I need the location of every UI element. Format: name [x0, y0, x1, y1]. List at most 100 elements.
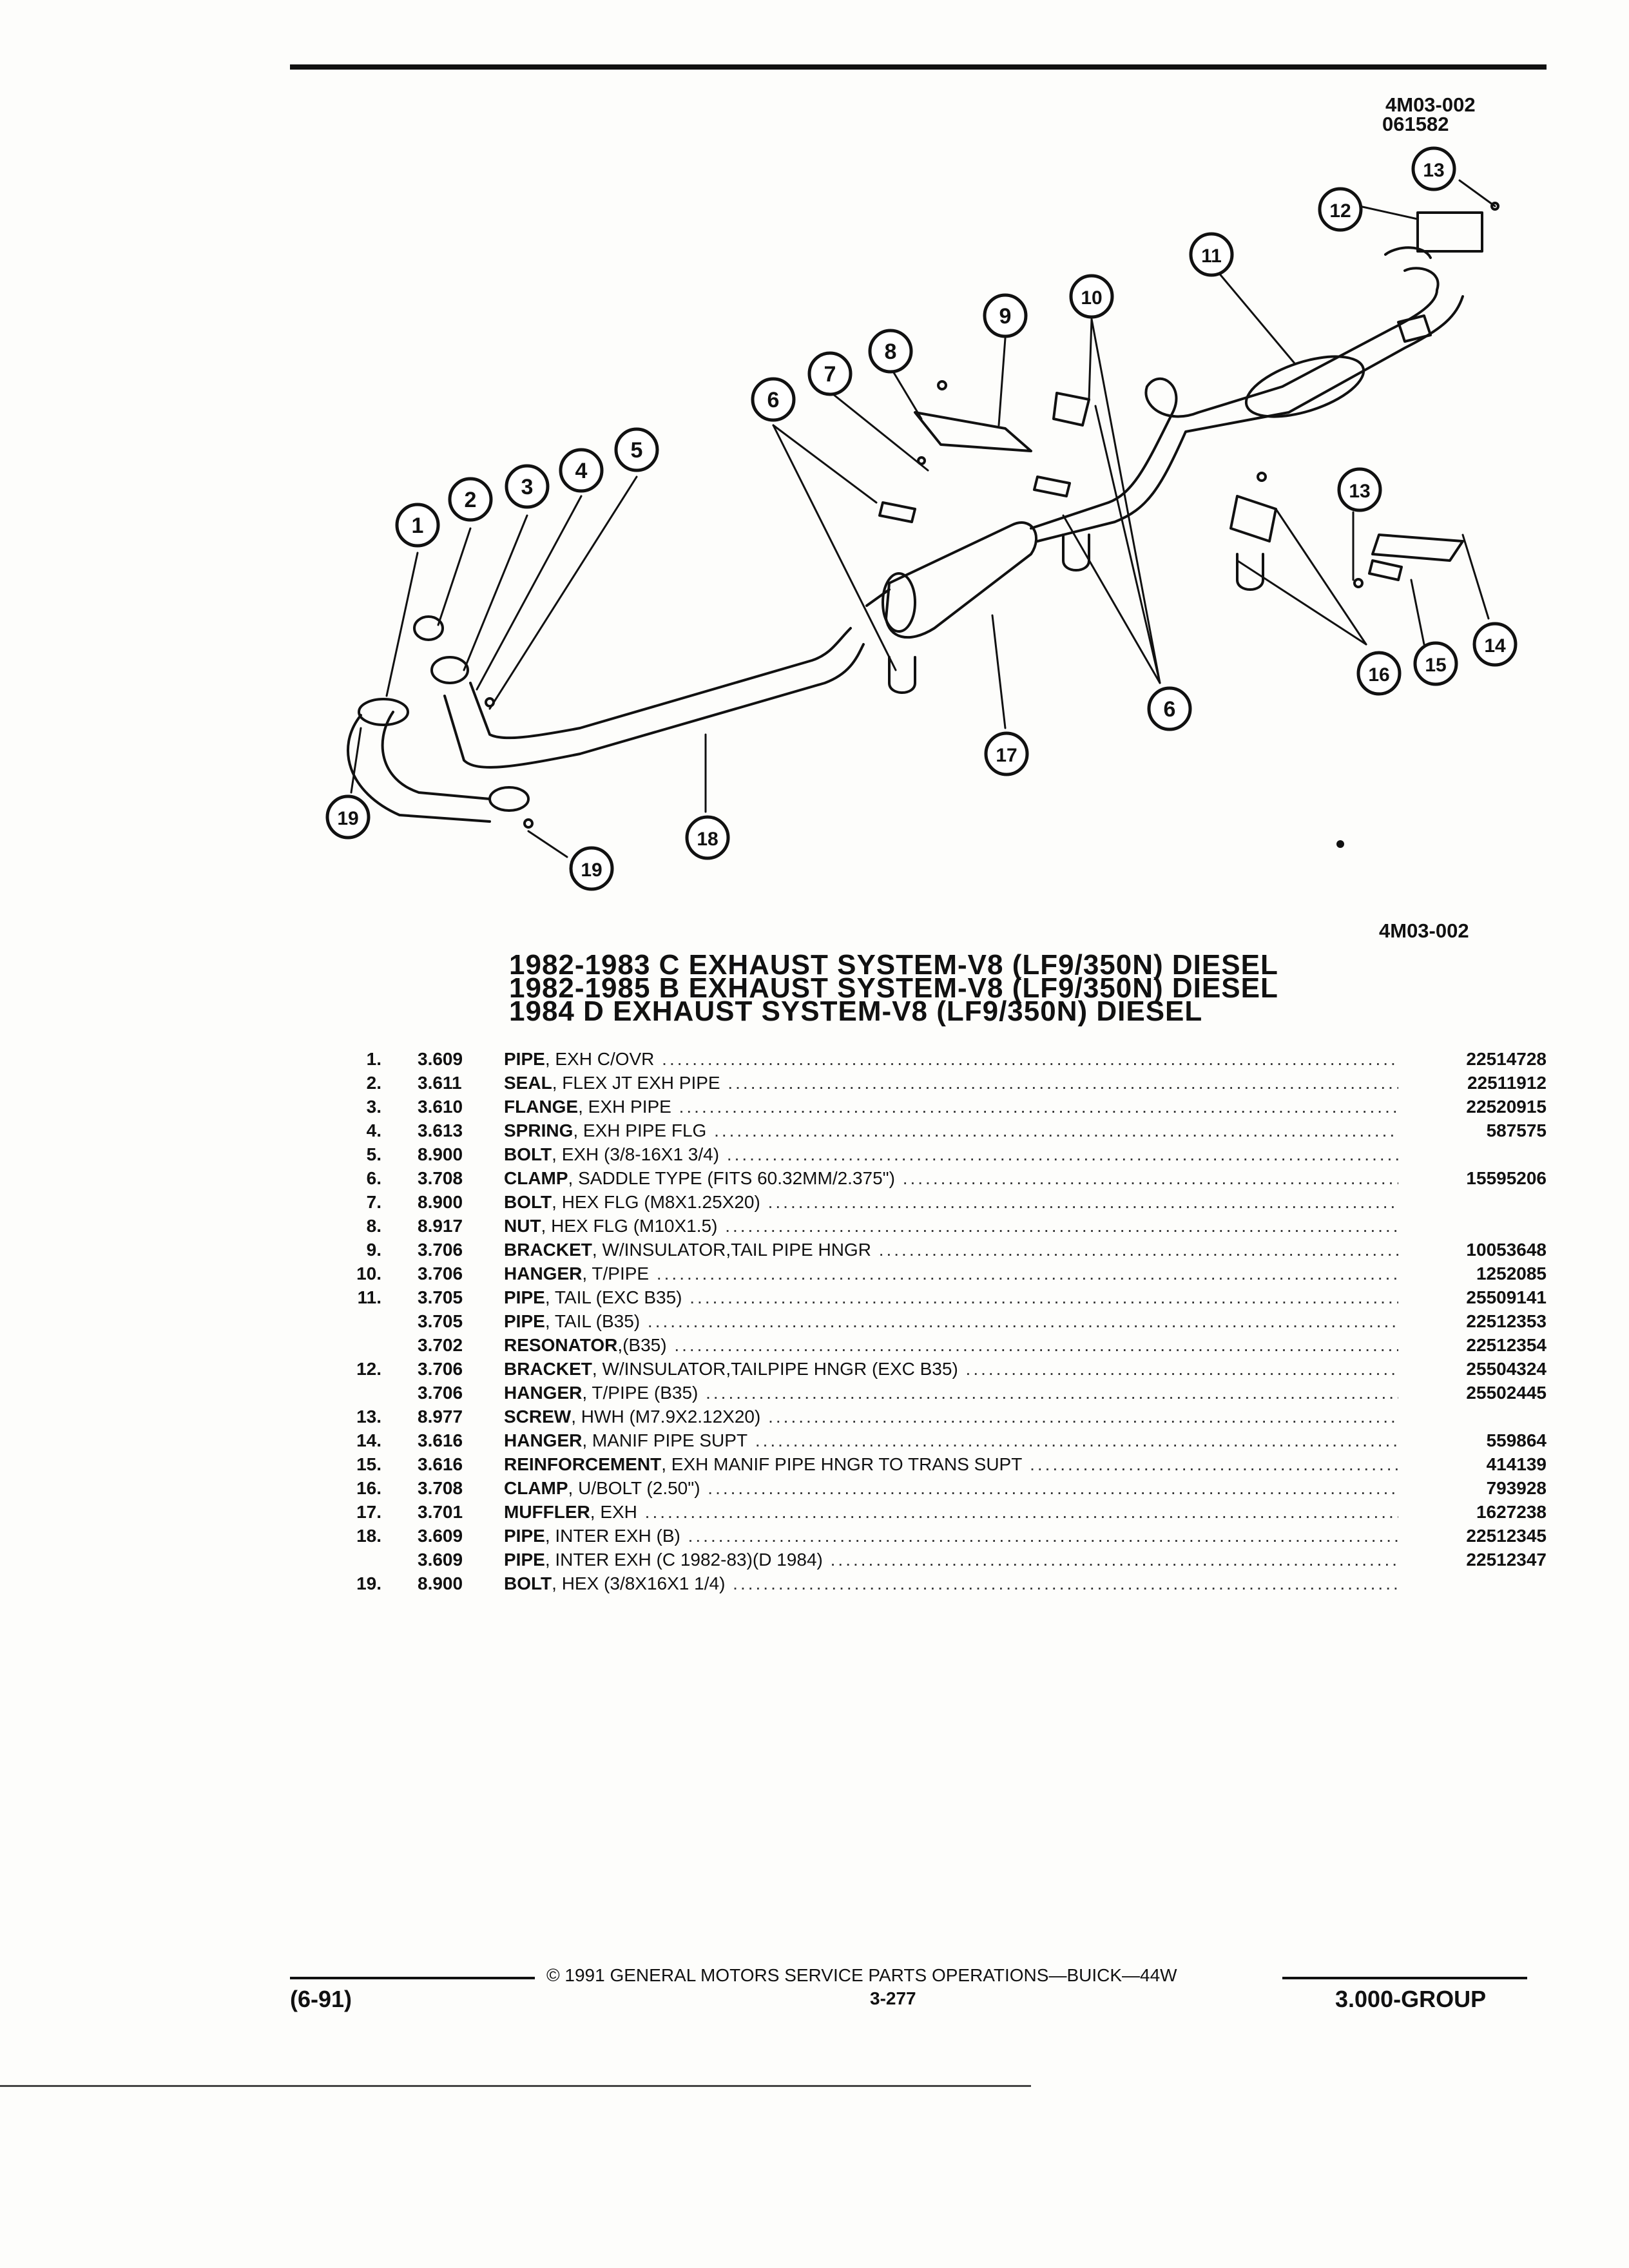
intermediate-pipe-inner	[469, 627, 852, 740]
part-description: PIPE, TAIL (EXC B35) ...................…	[504, 1287, 1398, 1308]
saddle-clamp-b	[1033, 476, 1071, 497]
title-line: 1984 D EXHAUST SYSTEM-V8 (LF9/350N) DIES…	[509, 995, 1203, 1027]
group-code: 3.705	[418, 1311, 463, 1331]
part-number: 10053648	[1466, 1240, 1547, 1260]
intermediate-pipe	[443, 643, 865, 769]
leader-dots: ........................................…	[767, 1192, 1398, 1212]
part-description: BOLT, EXH (3/8-16X1 3/4) ...............…	[504, 1144, 1398, 1165]
group-label: 3.000-GROUP	[1335, 1986, 1487, 2012]
part-number: 1627238	[1476, 1502, 1547, 1522]
callout-3-label: 3	[521, 475, 534, 499]
u-bolt-a	[888, 656, 916, 694]
part-name: CLAMP	[504, 1168, 568, 1188]
part-description: PIPE, EXH C/OVR ........................…	[504, 1049, 1398, 1070]
parts-row: 7. 8.900 BOLT, HEX FLG (M8X1.25X20) ......…	[342, 1192, 1547, 1216]
part-detail: , MANIF PIPE SUPT	[582, 1430, 748, 1450]
part-name: PIPE	[504, 1550, 545, 1570]
part-name: BOLT	[504, 1573, 552, 1593]
callout-15-label: 15	[1425, 655, 1446, 676]
callout-8-label: 8	[885, 340, 897, 364]
leader-dots: ........................................…	[680, 1526, 1398, 1546]
group-code: 8.900	[418, 1573, 463, 1593]
item-number: 3.	[366, 1097, 381, 1117]
callout-19-left-label: 19	[337, 808, 358, 829]
part-name: PIPE	[504, 1049, 545, 1069]
group-code: 3.616	[418, 1454, 463, 1474]
page-number: 3-277	[870, 1988, 916, 2008]
leader-dots: ........................................…	[682, 1287, 1398, 1307]
top-rule	[290, 64, 1547, 70]
date-code: (6-91)	[290, 1986, 352, 2012]
footer-rule-left	[290, 1977, 535, 1979]
part-detail: , INTER EXH (B)	[545, 1526, 680, 1546]
leader-dots: ........................................…	[733, 1573, 1398, 1593]
callout-6-right-label: 6	[1164, 697, 1176, 722]
part-name: SEAL	[504, 1073, 552, 1093]
callout-17-label: 17	[996, 745, 1017, 766]
item-number: 7.	[366, 1192, 381, 1212]
callout-8: 8	[868, 329, 913, 374]
item-number: 16.	[356, 1478, 381, 1498]
group-code: 3.706	[418, 1383, 463, 1403]
leader-dots: ........................................…	[830, 1550, 1398, 1570]
leader-dots: ........................................…	[637, 1502, 1398, 1522]
part-name: HANGER	[504, 1430, 583, 1450]
group-code: 3.610	[418, 1097, 463, 1117]
part-name: SCREW	[504, 1407, 572, 1427]
hanger-rear	[1397, 314, 1432, 343]
group-code: 3.706	[418, 1264, 463, 1283]
callout-13-lower: 13	[1337, 467, 1382, 512]
part-description: SEAL, FLEX JT EXH PIPE .................…	[504, 1073, 1398, 1093]
part-number: 22512353	[1466, 1311, 1547, 1331]
diagram-ref-code: 4M03-002	[1385, 93, 1476, 116]
leader-dots: ........................................…	[666, 1335, 1398, 1355]
copyright-text: © 1991 GENERAL MOTORS SERVICE PARTS OPER…	[546, 1965, 1177, 1985]
part-number: 559864	[1486, 1430, 1547, 1450]
tail-pipe-inner	[1036, 295, 1464, 543]
part-number: 25504324	[1466, 1359, 1547, 1379]
part-detail: , EXH MANIF PIPE HNGR TO TRANS SUPT	[661, 1454, 1023, 1474]
group-code: 8.917	[418, 1216, 463, 1236]
part-detail: , HEX (3/8X16X1 1/4)	[552, 1573, 726, 1593]
callout-10-label: 10	[1081, 287, 1102, 309]
part-description: BOLT, HEX FLG (M8X1.25X20) .............…	[504, 1192, 1398, 1213]
part-number: 22512345	[1466, 1526, 1547, 1546]
item-number: 5.	[366, 1144, 381, 1164]
section-titles: 1982-1983 C EXHAUST SYSTEM-V8 (LF9/350N)…	[509, 951, 1476, 1027]
item-number: 15.	[356, 1454, 381, 1474]
group-code: 3.706	[418, 1240, 463, 1260]
callout-5-label: 5	[631, 438, 643, 463]
group-code: 3.616	[418, 1430, 463, 1450]
part-detail: , HEX FLG (M8X1.25X20)	[552, 1192, 760, 1212]
callout-14-label: 14	[1484, 635, 1506, 657]
callout-2-label: 2	[465, 488, 477, 512]
part-detail: , EXH C/OVR	[545, 1049, 655, 1069]
callout-13-lower-label: 13	[1349, 481, 1370, 502]
part-detail: , FLEX JT EXH PIPE	[552, 1073, 720, 1093]
part-name: PIPE	[504, 1287, 545, 1307]
group-code: 3.706	[418, 1359, 463, 1379]
callout-2: 2	[448, 477, 493, 522]
part-description: HANGER, MANIF PIPE SUPT ................…	[504, 1430, 1398, 1451]
part-detail: , W/INSULATOR,TAILPIPE HNGR (EXC B35)	[592, 1359, 958, 1379]
callout-14: 14	[1472, 622, 1518, 667]
part-detail: , EXH PIPE	[578, 1097, 671, 1117]
part-description: SCREW, HWH (M7.9X2.12X20) ..............…	[504, 1407, 1398, 1427]
crossover-pipe	[347, 714, 491, 823]
group-code: 3.609	[418, 1526, 463, 1546]
callout-16: 16	[1356, 651, 1402, 696]
part-name: MUFFLER	[504, 1502, 590, 1522]
part-number: 25502445	[1466, 1383, 1547, 1403]
callout-19-left: 19	[325, 794, 371, 840]
group-code: 8.900	[418, 1192, 463, 1212]
group-code: 3.701	[418, 1502, 463, 1522]
leader-dots: ........................................…	[700, 1478, 1398, 1498]
part-number: 22514728	[1466, 1049, 1547, 1069]
callout-6-right: 6	[1147, 686, 1192, 731]
